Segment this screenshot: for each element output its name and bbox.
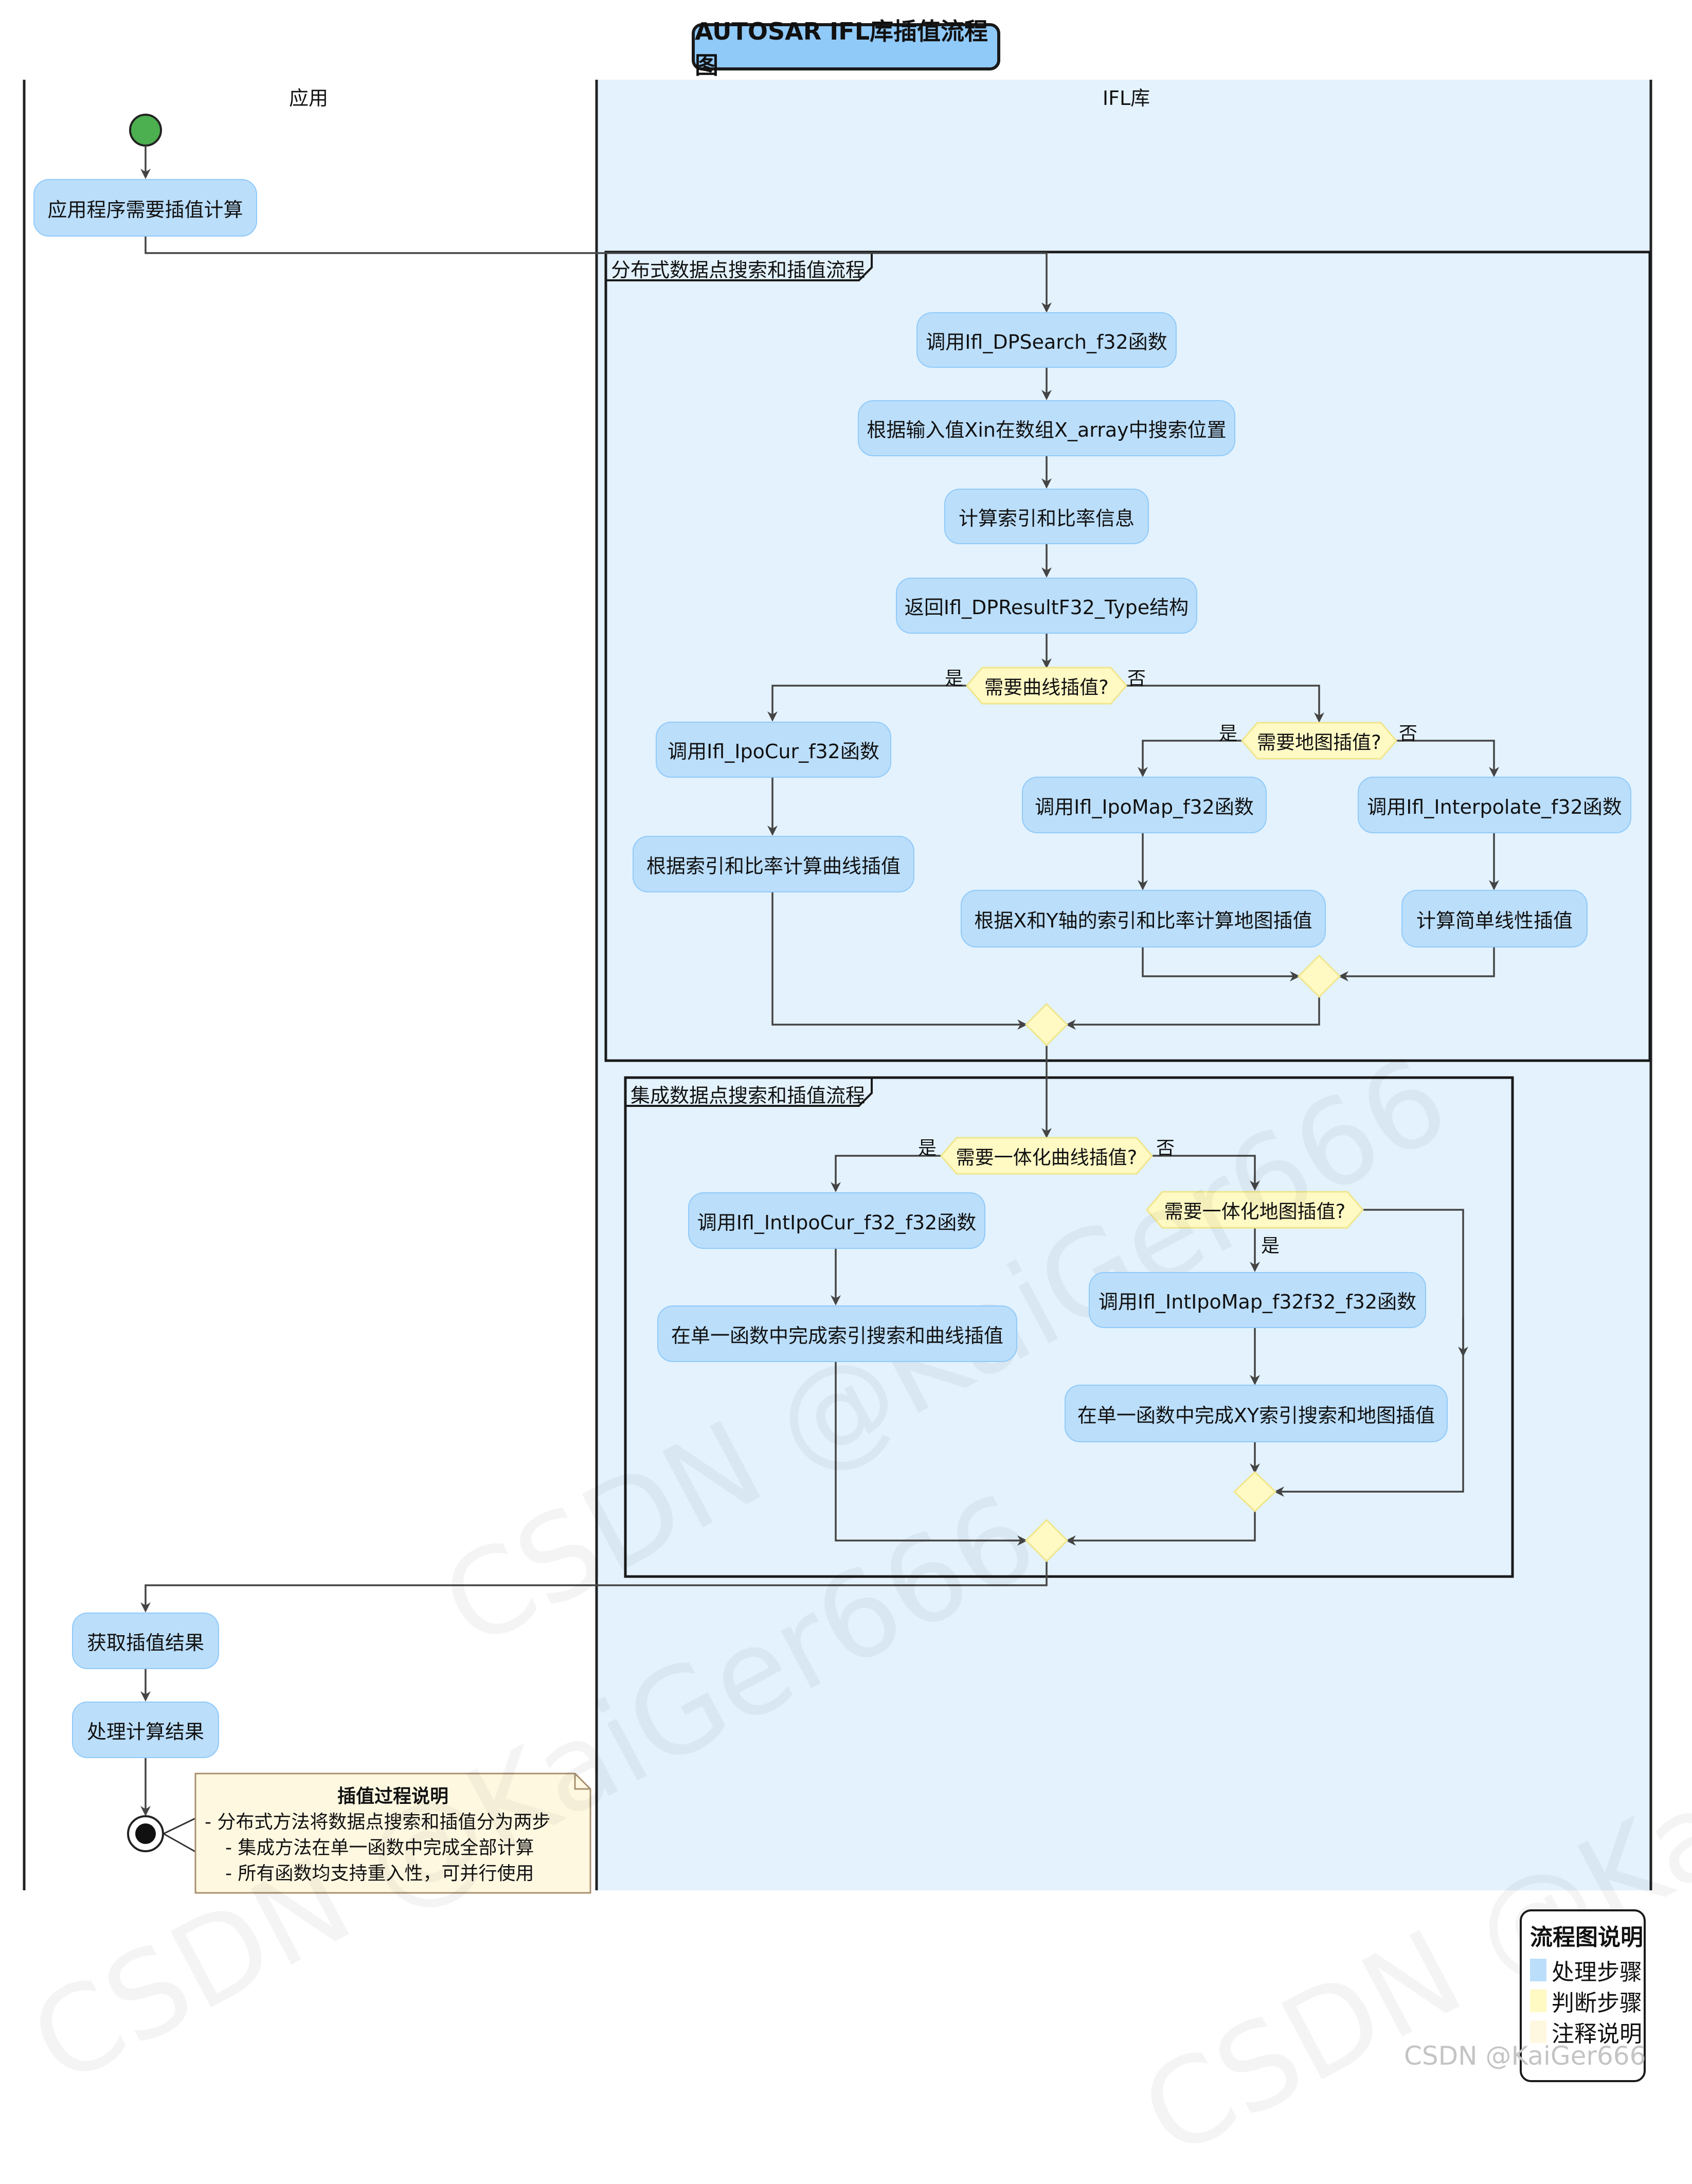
- note-title: 插值过程说明: [337, 1786, 448, 1807]
- note-line: - 集成方法在单一函数中完成全部计算: [225, 1837, 534, 1858]
- legend-item: 处理步骤: [1530, 1955, 1644, 1985]
- lane-label-app: 应用: [289, 87, 328, 110]
- legend-swatch: [1530, 1990, 1546, 2012]
- activity-call-ipomap: 调用Ifl_IpoMap_f32函数: [1022, 777, 1267, 833]
- branch-label-yes: 是: [918, 1138, 937, 1159]
- branch-label-yes: 是: [945, 668, 964, 689]
- distributed-merge-diamond: [1024, 1003, 1069, 1047]
- activity-return-struct: 返回Ifl_DPResultF32_Type结构: [896, 578, 1197, 634]
- note-line: - 分布式方法将数据点搜索和插值分为两步: [205, 1812, 551, 1833]
- note-shape: [194, 1773, 591, 1894]
- branch-label-no: 否: [1399, 723, 1418, 744]
- legend-label: 注释说明: [1552, 2021, 1642, 2047]
- activity-calc-linear: 计算简单线性插值: [1401, 890, 1588, 947]
- activity-call-ipocur: 调用Ifl_IpoCur_f32函数: [656, 722, 891, 778]
- integrated-merge-diamond: [1024, 1518, 1069, 1563]
- activity-single-curve: 在单一函数中完成索引搜索和曲线插值: [657, 1305, 1017, 1362]
- activity-calc-curve: 根据索引和比率计算曲线插值: [633, 836, 914, 892]
- activity-call-interpolate: 调用Ifl_Interpolate_f32函数: [1358, 777, 1631, 833]
- decision-int-map-shape: [1146, 1191, 1364, 1229]
- activity-calc-map: 根据X和Y轴的索引和比率计算地图插值: [961, 890, 1326, 947]
- legend-label: 处理步骤: [1552, 1959, 1642, 1985]
- distributed-frame-title: 分布式数据点搜索和插值流程: [611, 259, 866, 281]
- activity-process-result: 处理计算结果: [72, 1702, 219, 1758]
- lane-label-ifl: IFL库: [1102, 87, 1150, 110]
- start-node: [129, 114, 162, 147]
- distributed-frame: [604, 250, 1651, 1062]
- watermark-footer: CSDN @KaiGer666: [1404, 2041, 1646, 2071]
- branch-label-yes: 是: [1261, 1236, 1280, 1257]
- map-merge-diamond: [1297, 954, 1341, 998]
- integrated-frame-tab: [625, 1078, 873, 1107]
- decision-curve-shape: [966, 667, 1127, 705]
- branch-label-yes: 是: [1219, 723, 1238, 744]
- flow-connectors: [23, 80, 1652, 1894]
- legend-swatch: [1530, 2020, 1546, 2043]
- activity-calc-index-ratio: 计算索引和比率信息: [944, 489, 1149, 544]
- activity-single-map: 在单一函数中完成XY索引搜索和地图插值: [1065, 1385, 1448, 1442]
- note-line: - 所有函数均支持重入性，可并行使用: [225, 1863, 534, 1884]
- note-interpolation: 插值过程说明 - 分布式方法将数据点搜索和插值分为两步 - 集成方法在单一函数中…: [195, 1774, 590, 1893]
- decision-curve: 需要曲线插值?: [984, 676, 1109, 699]
- decision-int-curve-shape: [940, 1137, 1153, 1175]
- activity-search-position: 根据输入值Xin在数组X_array中搜索位置: [858, 400, 1235, 456]
- legend-item: 判断步骤: [1530, 1985, 1644, 2016]
- activity-call-intipomap: 调用Ifl_IntIpoMap_f32f32_f32函数: [1089, 1272, 1426, 1328]
- activity-app-need-interpolation: 应用程序需要插值计算: [33, 179, 257, 237]
- activity-get-result: 获取插值结果: [72, 1613, 219, 1669]
- end-node: [135, 1823, 156, 1844]
- distributed-frame-tab: [606, 252, 873, 281]
- decision-map-shape: [1241, 722, 1397, 760]
- branch-label-no: 否: [1127, 668, 1146, 689]
- legend-swatch: [1530, 1959, 1546, 1981]
- legend-item: 注释说明: [1530, 2016, 1644, 2047]
- activity-call-dpsearch: 调用Ifl_DPSearch_f32函数: [916, 312, 1177, 368]
- int-map-merge-diamond: [1233, 1471, 1277, 1513]
- decision-int-map: 需要一体化地图插值?: [1164, 1201, 1346, 1223]
- decision-map: 需要地图插值?: [1257, 731, 1381, 754]
- decision-int-curve: 需要一体化曲线插值?: [956, 1147, 1138, 1169]
- branch-label-no: 否: [1156, 1138, 1175, 1159]
- activity-call-intipocur: 调用Ifl_IntIpoCur_f32_f32函数: [688, 1192, 985, 1249]
- integrated-frame-title: 集成数据点搜索和插值流程: [631, 1084, 866, 1107]
- legend-label: 判断步骤: [1552, 1990, 1642, 2016]
- legend: 流程图说明 处理步骤 判断步骤 注释说明: [1520, 1909, 1646, 2082]
- legend-title: 流程图说明: [1530, 1924, 1643, 1950]
- integrated-frame: [624, 1076, 1514, 1578]
- diagram-title: AUTOSAR IFL库插值流程图: [692, 17, 1000, 79]
